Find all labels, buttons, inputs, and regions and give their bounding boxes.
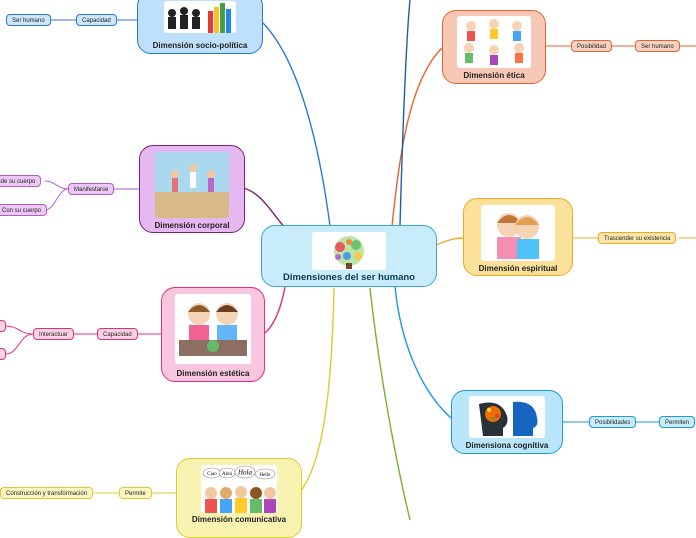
link-offscreen-bottom <box>369 287 411 520</box>
pill-cognitiva-posibilidades[interactable]: Posibilidades <box>589 416 637 428</box>
pill-etica-ser-humano[interactable]: Ser humano <box>635 40 680 52</box>
pill-estetica-interactuar[interactable]: Interactuar <box>33 328 74 340</box>
brain-heads-image <box>469 396 545 438</box>
pill-estetica-sub-1[interactable] <box>0 320 6 332</box>
node-corporal-title: Dimensión corporal <box>154 221 230 230</box>
greeting-hola: Hola <box>237 469 253 477</box>
node-etica[interactable]: Dimensión ética <box>442 10 546 84</box>
greeting-hello: Hello <box>259 473 271 478</box>
pill-estetica-capacidad[interactable]: Capacidad <box>97 328 138 340</box>
pill-corporal-desde-cuerpo[interactable]: Desde su cuerpo <box>0 175 42 187</box>
children-dancing-image <box>155 152 229 218</box>
link-offscreen-top <box>399 0 411 227</box>
children-crafting-image <box>175 294 251 364</box>
connector-lines <box>5 0 696 520</box>
central-topic-title: Dimensiones del ser humano <box>283 272 415 283</box>
pill-comunicativa-construccion[interactable]: Construcción y transformación <box>0 487 94 499</box>
node-cognitiva-title: Dimensiona cognitiva <box>465 441 549 450</box>
link-espiritual <box>435 237 464 246</box>
children-circle-image <box>457 16 531 68</box>
pill-socio-ser-humano[interactable]: Ser humano <box>6 14 51 26</box>
node-estetica[interactable]: Dimensión estética <box>161 287 265 382</box>
central-topic[interactable]: Dimensiones del ser humano <box>261 225 437 287</box>
greeting-ciao: Ciao <box>207 472 217 477</box>
pill-cognitiva-permiten[interactable]: Permiten <box>659 416 696 428</box>
greetings-image: Ciao Aloú Hola Hello <box>201 465 277 513</box>
pill-estetica-sub-2[interactable] <box>0 348 6 360</box>
node-estetica-title: Dimensión estética <box>176 369 250 378</box>
pill-comunicativa-permite[interactable]: Permite <box>119 487 152 499</box>
children-hug-image <box>481 205 555 261</box>
node-socio-politica[interactable]: Dimensión socio-política <box>137 0 263 54</box>
link-socio <box>261 21 331 227</box>
pill-etica-posibilidad[interactable]: Posibilidad <box>571 40 613 52</box>
pill-corporal-con-cuerpo[interactable]: Con su cuerpo <box>0 204 48 216</box>
node-etica-title: Dimensión ética <box>463 71 525 80</box>
link-cognitiva <box>394 285 452 419</box>
link-corporal-con <box>44 188 69 211</box>
link-estetica-sub1 <box>5 325 34 335</box>
link-estetica-sub2 <box>5 333 34 355</box>
pill-espiritual-trascender[interactable]: Trascender su existencia <box>598 232 677 244</box>
node-espiritual-title: Dimensión espiritual <box>478 264 558 273</box>
people-meeting-image <box>164 1 236 33</box>
brain-collage-image <box>312 232 386 270</box>
node-socio-politica-title: Dimensión socio-política <box>152 41 248 50</box>
pill-corporal-manifestarse[interactable]: Manifestarse <box>68 183 115 195</box>
pill-socio-capacidad[interactable]: Capacidad <box>76 14 117 26</box>
node-espiritual[interactable]: Dimensión espiritual <box>463 198 573 276</box>
node-cognitiva[interactable]: Dimensiona cognitiva <box>451 390 563 454</box>
greeting-alo: Aloú <box>222 472 233 477</box>
link-comunicativa <box>299 287 335 493</box>
link-corporal-desde <box>44 180 69 190</box>
link-corporal <box>242 187 286 229</box>
node-comunicativa[interactable]: Ciao Aloú Hola Hello Dimensión comunicat… <box>176 458 302 538</box>
link-etica <box>391 47 443 227</box>
node-corporal[interactable]: Dimensión corporal <box>139 145 245 233</box>
